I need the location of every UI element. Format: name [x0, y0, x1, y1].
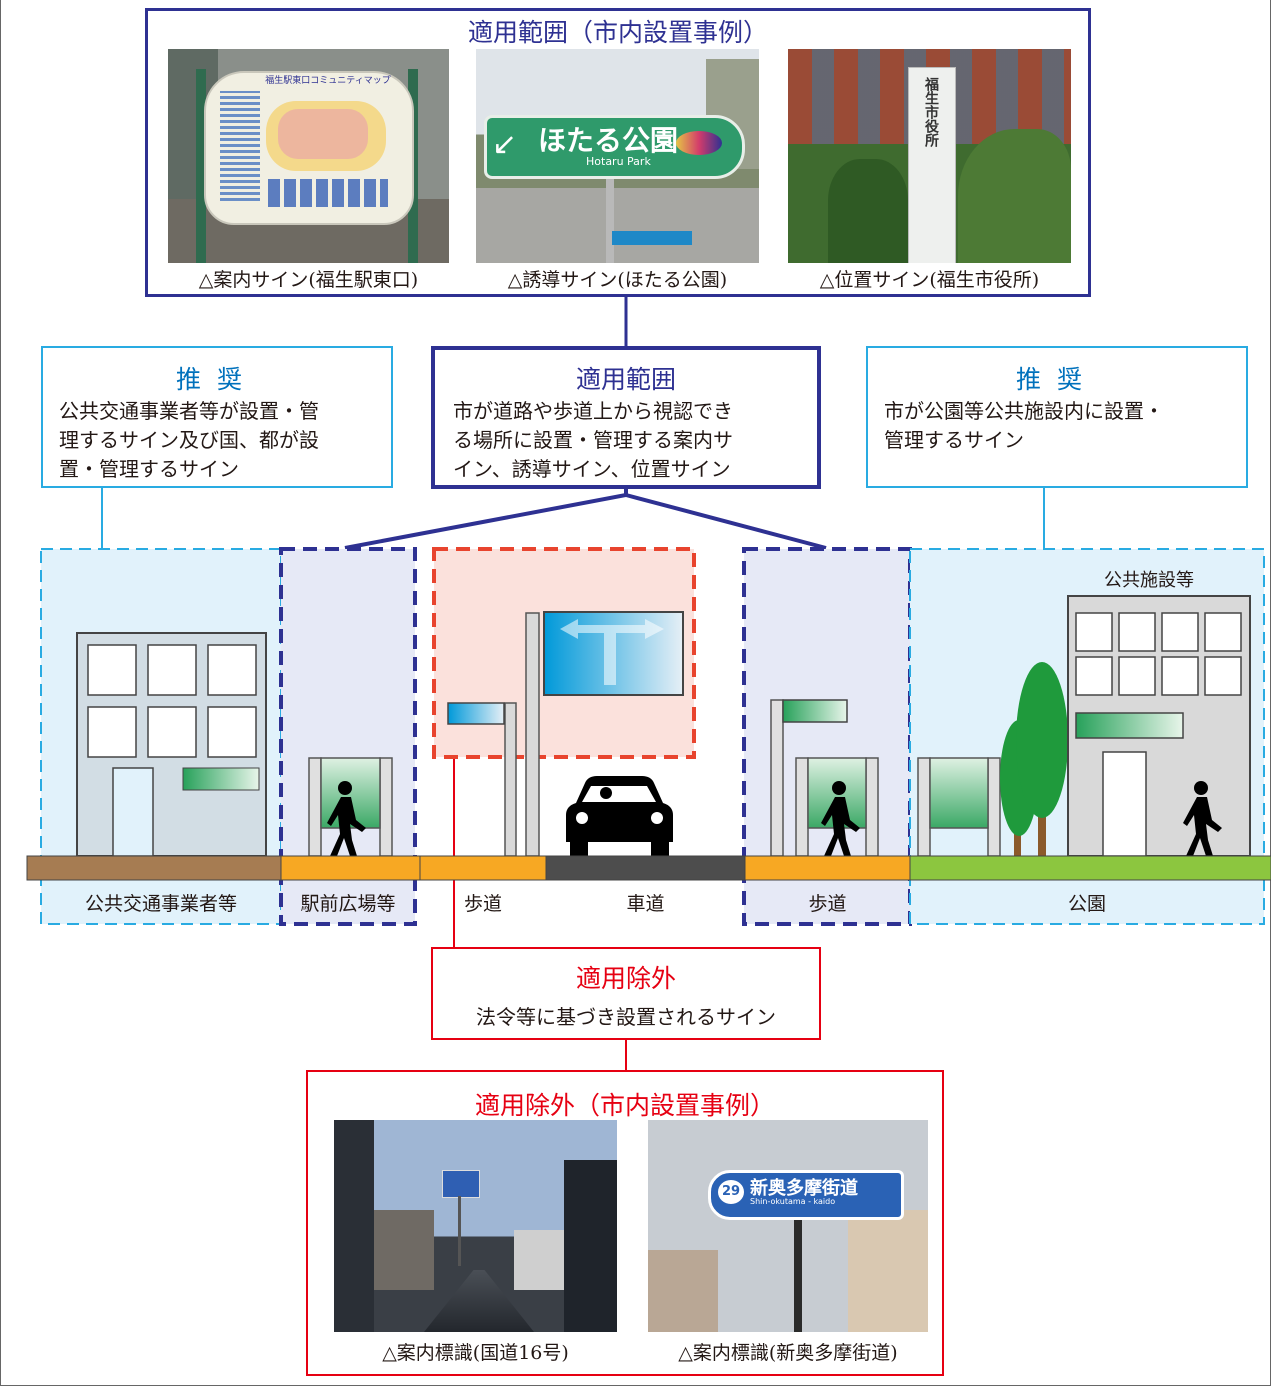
recommend-right-box: 推奨 市が公園等公共施設内に設置・ 管理するサイン [866, 346, 1248, 488]
ground-sidewalk-left [419, 855, 547, 881]
recommend-right-title: 推奨 [1015, 365, 1098, 394]
recommend-right-text: 市が公園等公共施設内に設置・ 管理するサイン [884, 397, 1164, 455]
ground-plaza [280, 855, 421, 881]
top-panel-title: 適用範囲（市内設置事例） [467, 18, 768, 47]
ground-label-sidewalk-right: 歩道 [808, 893, 847, 915]
caption-road-sign-route16: △案内標識(国道16号) [382, 1342, 569, 1364]
photo-road-sign-subtext: Shin-okutama - kaido [750, 1197, 836, 1206]
photo-location-sign-text: 福生市役所 [923, 77, 939, 147]
ground-label-road: 車道 [626, 893, 665, 915]
photo-location-sign: 福生市役所 [788, 49, 1071, 263]
text-line: 置・管理するサイン [59, 457, 239, 481]
transit-building [76, 632, 267, 857]
arrow-icon: ↙ [492, 127, 518, 162]
top-examples-panel: 適用範囲（市内設置事例） 福生駅東口コミュニティマップ △案内サイン(福生駅東口… [145, 8, 1091, 297]
exclusion-title: 適用除外 [575, 964, 676, 993]
photo-road-sign-shinokutama: 29 新奥多摩街道 Shin-okutama - kaido [648, 1120, 928, 1332]
caption-guide-sign: △案内サイン(福生駅東口) [198, 269, 419, 291]
recommend-left-title: 推奨 [175, 365, 258, 394]
text-line: 管理するサイン [884, 428, 1024, 452]
text-line: る場所に設置・管理する案内サ [453, 428, 733, 452]
tree-large [1016, 662, 1068, 818]
text-line: イン、誘導サイン、位置サイン [453, 457, 731, 481]
park-elements [917, 595, 1251, 857]
scope-box: 適用範囲 市が道路や歩道上から視認でき る場所に設置・管理する案内サ イン、誘導… [431, 346, 821, 489]
bottom-examples-panel: 適用除外（市内設置事例） △案内標識(国道16号) 29 新奥多摩街道 Shin… [306, 1070, 944, 1376]
pedestrian-icon [821, 781, 860, 856]
recommend-left-box: 推奨 公共交通事業者等が設置・管 理するサイン及び国、都が設 置・管理するサイン [41, 346, 393, 488]
text-line: 市が道路や歩道上から視認でき [453, 399, 733, 423]
photo-guide-sign: 福生駅東口コミュニティマップ [168, 49, 449, 263]
exclusion-text: 法令等に基づき設置されるサイン [476, 1005, 776, 1029]
ground-park [909, 855, 1271, 881]
bottom-panel-title: 適用除外（市内設置事例） [474, 1091, 775, 1120]
ground-transit [26, 855, 282, 881]
text-line: 公共交通事業者等が設置・管 [59, 399, 319, 423]
pedestrian-icon [327, 781, 366, 856]
caption-direction-sign: △誘導サイン(ほたる公園) [507, 269, 728, 291]
pedestrian-icon [1183, 781, 1222, 856]
connector-scope-right [625, 493, 827, 550]
scope-title: 適用範囲 [575, 365, 676, 394]
text-line: 市が公園等公共施設内に設置・ [884, 399, 1164, 423]
ground-label-sidewalk-left: 歩道 [463, 893, 502, 915]
photo-direction-sign-text: ほたる公園 [538, 124, 679, 157]
caption-road-sign-shinokutama: △案内標識(新奥多摩街道) [678, 1342, 898, 1364]
public-facility-label: 公共施設等 [1104, 570, 1194, 591]
photo-direction-sign: ↙ ほたる公園 Hotaru Park [476, 49, 759, 263]
connector-scope-left [344, 488, 628, 550]
ground-sidewalk-right [744, 855, 911, 881]
caption-location-sign: △位置サイン(福生市役所) [819, 269, 1040, 291]
photo-guide-sign-text: 福生駅東口コミュニティマップ [265, 76, 391, 86]
ground-label-transit: 公共交通事業者等 [84, 893, 237, 915]
road-guide-sign [447, 611, 684, 857]
recommend-left-text: 公共交通事業者等が設置・管 理するサイン及び国、都が設 置・管理するサイン [59, 397, 319, 484]
ground-label-park: 公園 [1067, 893, 1106, 915]
ground-road [545, 855, 746, 881]
exclusion-box: 適用除外 法令等に基づき設置されるサイン [431, 947, 821, 1040]
photo-direction-sign-subtext: Hotaru Park [586, 155, 651, 168]
car-icon [566, 776, 673, 856]
photo-road-sign-route16 [334, 1120, 617, 1332]
route-shield-icon: 29 [718, 1180, 744, 1204]
scope-text: 市が道路や歩道上から視認でき る場所に設置・管理する案内サ イン、誘導サイン、位… [453, 397, 733, 484]
photo-road-sign-text: 新奥多摩街道 [750, 1178, 858, 1199]
text-line: 理するサイン及び国、都が設 [59, 428, 319, 452]
ground-label-plaza: 駅前広場等 [300, 893, 396, 915]
